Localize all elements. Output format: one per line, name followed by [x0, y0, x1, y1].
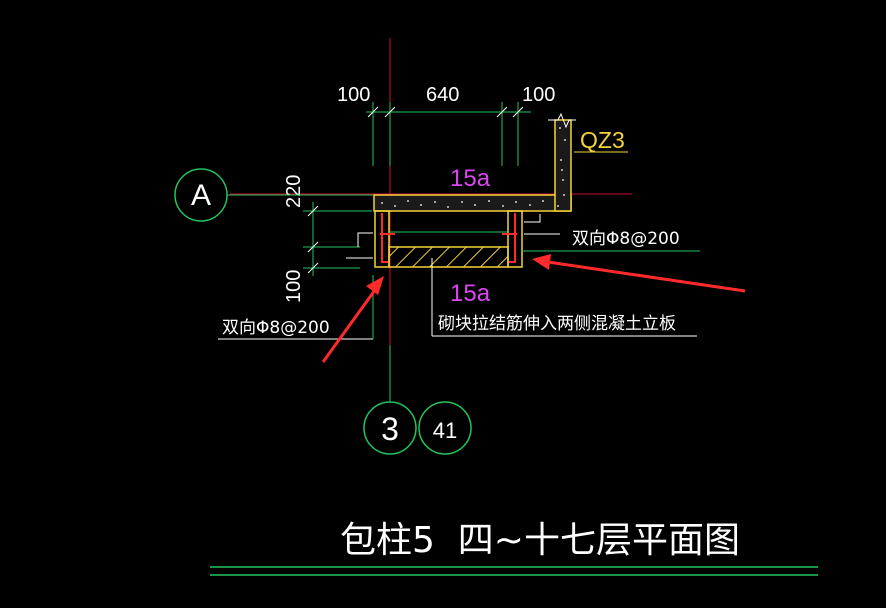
rebar [380, 213, 517, 263]
note-text: 砌块拉结筋伸入两侧混凝土立板 [438, 314, 676, 334]
rebar-right-leader [522, 214, 700, 252]
layer-top-label: 15a [450, 165, 491, 192]
dim-vertical-bottom-text: 100 [283, 270, 305, 303]
axis-label-41: 41 [433, 418, 457, 443]
dim-right-text: 100 [522, 84, 555, 106]
rebar-right-text: 双向Φ8@200 [572, 229, 680, 249]
axis-label-3: 3 [381, 411, 399, 447]
vertical-dimension [303, 202, 372, 276]
axis-label-a: A [191, 179, 211, 212]
layer-bottom-label: 15a [450, 280, 491, 307]
left-concrete-plate [374, 210, 390, 268]
axis-bubble-3 [363, 401, 417, 455]
dim-left-text: 100 [337, 84, 370, 106]
annotation-arrow-left [321, 276, 384, 363]
break-line [548, 112, 576, 129]
dim-middle-text: 640 [426, 84, 459, 106]
annotation-arrow-right [532, 254, 746, 293]
note-leader [431, 258, 697, 337]
rebar-left-text: 双向Φ8@200 [222, 318, 330, 338]
axis-bubble-41 [418, 401, 472, 455]
drawing-title: 包柱5 四~十七层平面图 [340, 520, 740, 561]
masonry-block [388, 246, 509, 268]
dim-vertical-top-text: 220 [283, 175, 305, 208]
wall-tag-text: QZ3 [580, 127, 625, 153]
right-concrete-plate [507, 210, 523, 268]
horizontal-dimension [366, 102, 531, 166]
concrete-slab [373, 119, 572, 212]
